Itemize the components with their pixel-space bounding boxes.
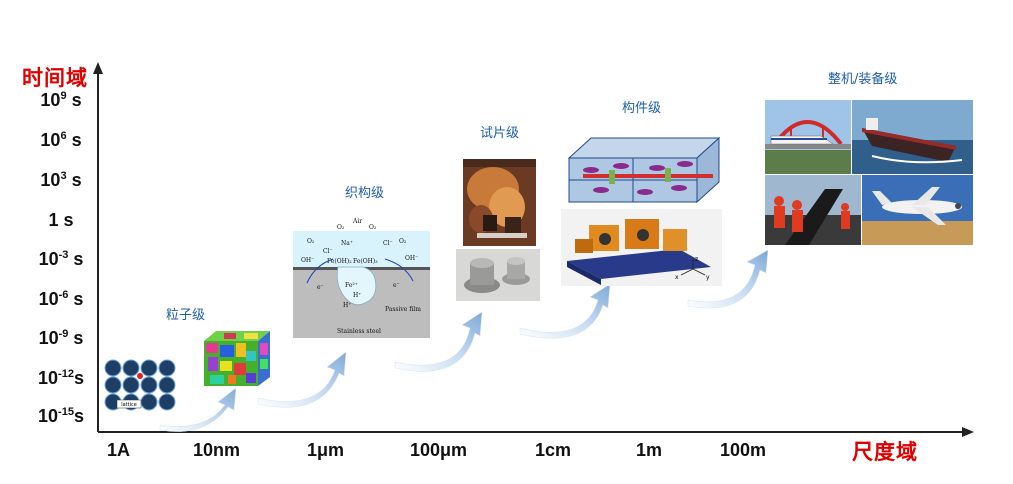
y-tick-label: 10-3 s bbox=[38, 249, 84, 269]
y-axis-arrowhead bbox=[93, 62, 103, 74]
x-tick-label: 1m bbox=[636, 440, 663, 460]
x-tick-label: 1cm bbox=[535, 440, 572, 460]
axis-y-label: y bbox=[706, 274, 710, 281]
progression-arrow-3 bbox=[394, 311, 483, 372]
cl-label: Cl⁻ bbox=[323, 248, 333, 255]
atom-lattice-image: lattice bbox=[103, 358, 183, 416]
atom-caption: lattice bbox=[121, 402, 137, 408]
x-tick-label: 100μm bbox=[410, 440, 468, 460]
feoh3-label: Fe(OH)₃ bbox=[353, 258, 378, 265]
corrosion-diagram-image: Air O₂ O₂ O₂ O₂ Na⁺ Cl⁻ Cl⁻ OH⁻ OH⁻ Fe(O… bbox=[293, 215, 430, 338]
y-tick-label: 10-6 s bbox=[38, 289, 84, 309]
y-tick-label: 10-12s bbox=[38, 368, 84, 388]
h-ion-label: H⁺ bbox=[343, 302, 351, 309]
h-ion-label: H⁺ bbox=[353, 292, 361, 299]
y-tick-label: 10-9 s bbox=[38, 328, 84, 348]
component-frame-image bbox=[561, 130, 722, 205]
stainless-steel-label: Stainless steel bbox=[337, 328, 381, 335]
oh-label: OH⁻ bbox=[405, 255, 418, 262]
passive-film-label: Passive film bbox=[385, 306, 421, 313]
progression-arrow-1 bbox=[159, 387, 237, 432]
air-label: Air bbox=[352, 218, 362, 225]
level-label-microstructure: 织构级 bbox=[345, 186, 385, 201]
airplane-photo bbox=[862, 175, 973, 245]
level-label-equipment: 整机/装备级 bbox=[828, 72, 898, 87]
progression-arrow-4 bbox=[519, 283, 611, 339]
y-tick-label: 106 s bbox=[40, 130, 82, 150]
x-axis-arrowhead bbox=[962, 427, 974, 437]
o2-label: O₂ bbox=[337, 224, 345, 231]
electron-label: e⁻ bbox=[393, 282, 400, 289]
x-tick-label: 1μm bbox=[307, 440, 345, 460]
axis-z-label: z bbox=[695, 256, 698, 263]
y-tick-label: 103 s bbox=[40, 170, 82, 190]
rusty-specimen-image bbox=[463, 159, 536, 246]
o2-label: O₂ bbox=[369, 224, 377, 231]
train-bridge-photo bbox=[765, 100, 851, 174]
pipeline-workers-photo bbox=[765, 175, 861, 245]
o2-label: O₂ bbox=[399, 238, 407, 245]
electron-label: e⁻ bbox=[317, 284, 324, 291]
na-label: Na⁺ bbox=[341, 240, 353, 247]
level-label-specimen: 试片级 bbox=[480, 126, 520, 141]
level-label-component: 构件级 bbox=[622, 101, 662, 116]
x-tick-label: 10nm bbox=[193, 440, 241, 460]
x-tick-label: 100m bbox=[720, 440, 767, 460]
feoh2-label: Fe(OH)₂ bbox=[327, 258, 352, 265]
polycrystal-cube-image bbox=[200, 329, 272, 387]
component-machine-image: x y z bbox=[561, 209, 722, 286]
y-tick-label: 109 s bbox=[40, 90, 82, 110]
x-tick-label: 1A bbox=[107, 440, 131, 460]
fe-ion-label: Fe²⁺ bbox=[345, 282, 358, 289]
y-tick-label: 1 s bbox=[48, 210, 74, 230]
o2-label: O₂ bbox=[307, 238, 315, 245]
ship-photo bbox=[852, 100, 973, 174]
cl-label: Cl⁻ bbox=[383, 240, 393, 247]
bolt-specimen-image bbox=[456, 249, 540, 301]
x-axis-title: 尺度域 bbox=[852, 440, 918, 464]
progression-arrows bbox=[159, 249, 769, 432]
axis-x-label: x bbox=[675, 274, 679, 281]
level-label-particle: 粒子级 bbox=[166, 308, 206, 323]
progression-arrow-5 bbox=[687, 249, 769, 309]
progression-arrow-2 bbox=[257, 351, 347, 408]
oh-label: OH⁻ bbox=[301, 257, 314, 264]
y-axis-title: 时间域 bbox=[22, 66, 88, 90]
y-tick-label: 10-15s bbox=[38, 406, 84, 426]
